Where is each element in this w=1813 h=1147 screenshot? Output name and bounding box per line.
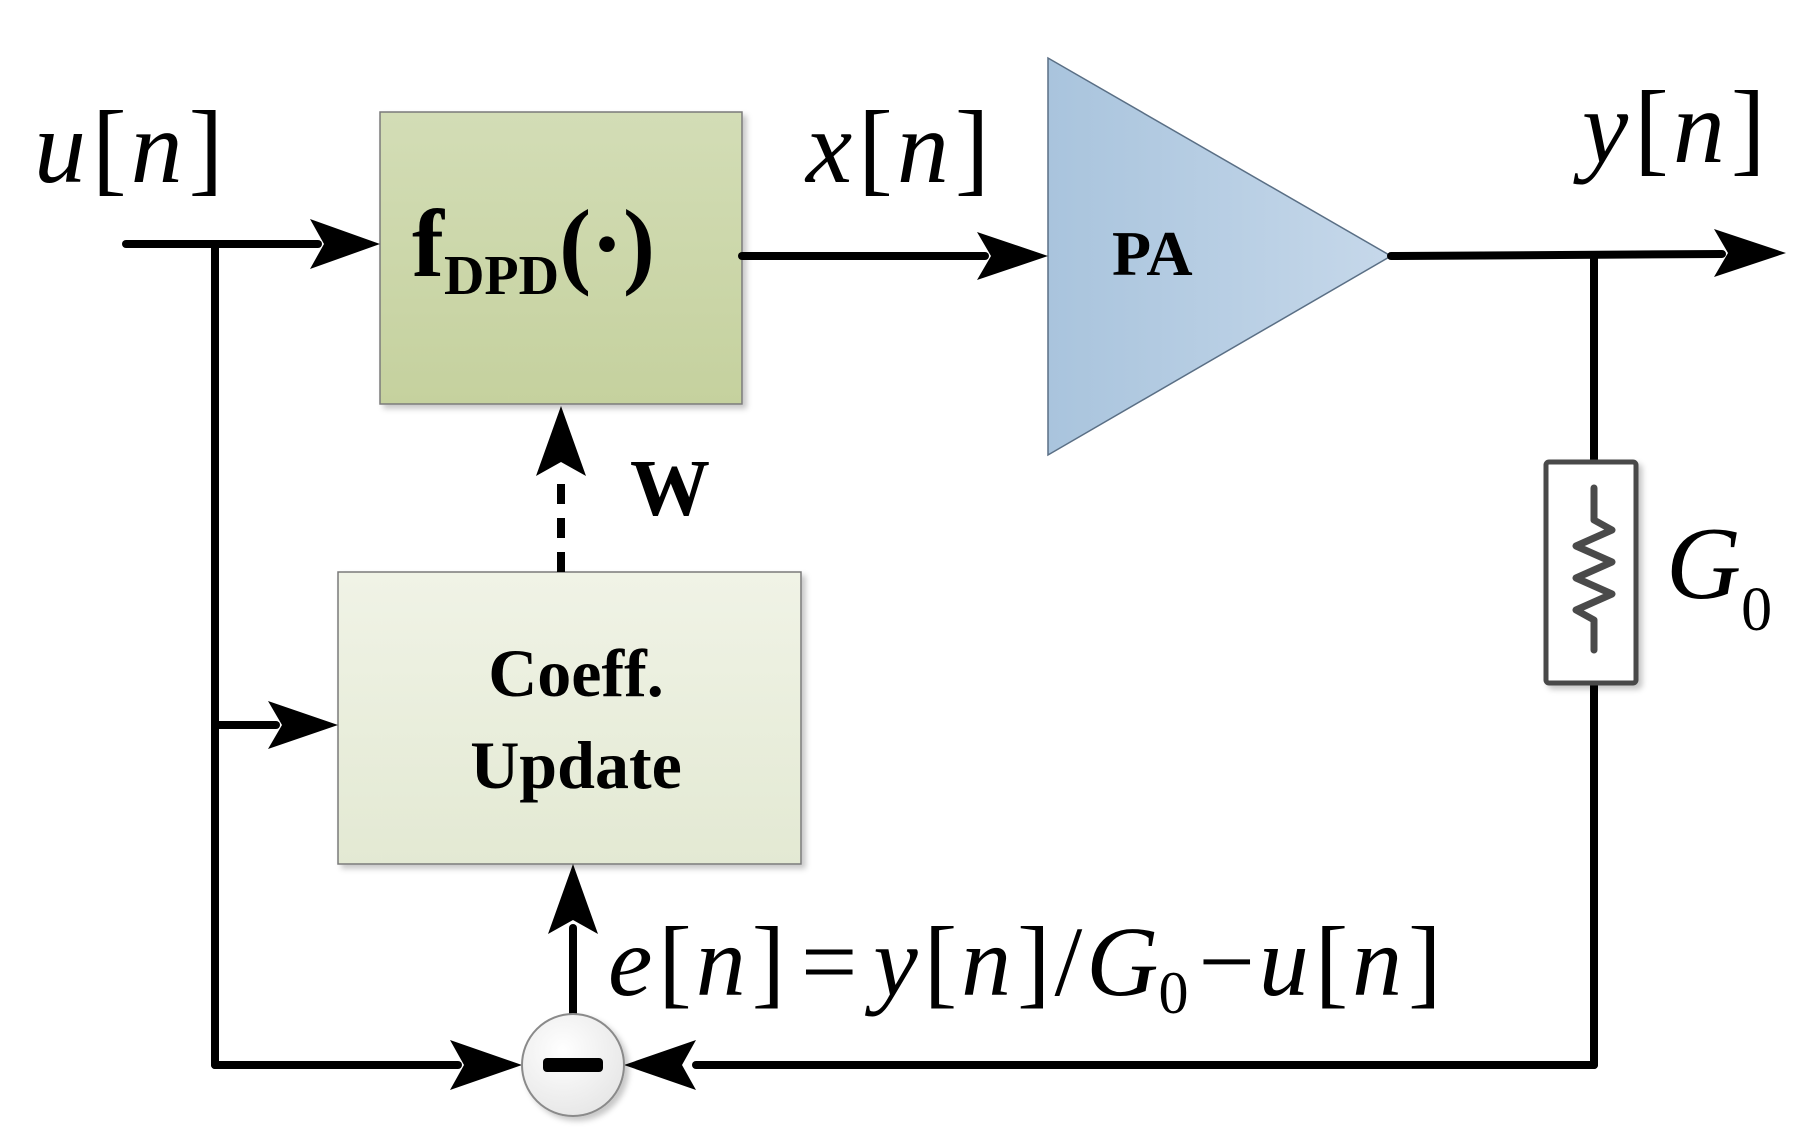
label-input-u: u[n] [34,90,223,205]
label-output-y: y[n] [1573,70,1765,185]
arrowheads [268,219,1786,1090]
signal-wires [122,240,1726,1069]
arrow-output [1714,229,1786,277]
arrow-error-up [548,864,598,934]
dpd-block [379,111,743,405]
weights-label: W [630,445,710,533]
dpd-function-label: fDPD(·) [412,190,655,307]
attenuator-gain-label: G0 [1666,506,1772,644]
arrow-weights-up [536,406,586,476]
wire-pa-output [1387,250,1726,260]
arrow-into-coeff [268,701,338,749]
label-predistorted-x: x[n] [804,90,989,205]
resistor-icon [1572,484,1616,654]
arrow-into-dpd [310,219,380,269]
coeff-update-label-line2: Update [470,727,682,803]
minus-sign-icon [543,1058,603,1072]
coeff-update-label-line1: Coeff. [488,635,664,711]
coeff-update-block [337,571,802,865]
pa-label: PA [1112,218,1193,289]
arrow-sum-left-in [450,1040,522,1090]
arrow-sum-right-in [624,1040,696,1090]
error-equation: e[n]=y[n]/G0−u[n] [608,906,1441,1026]
pa-amplifier-triangle [1047,56,1393,457]
arrow-into-pa [977,232,1048,280]
